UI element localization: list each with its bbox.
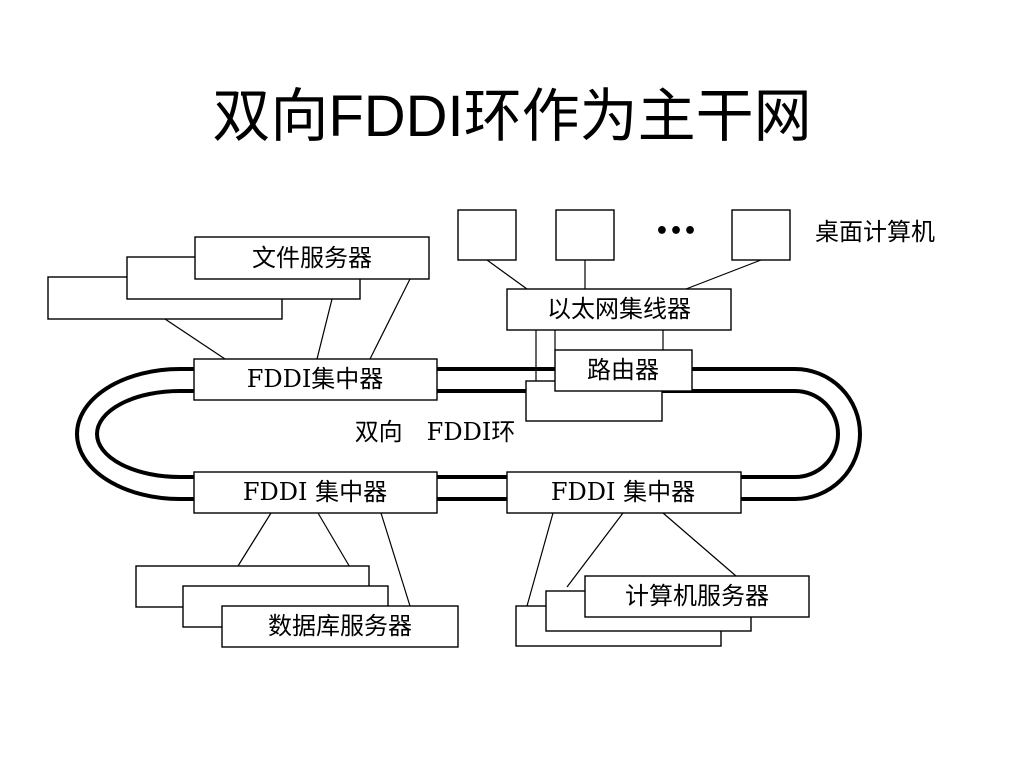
database-server-box-front (221, 605, 459, 648)
fddi-concentrator-bottom-left-box (193, 471, 438, 514)
fddi-concentrator-top-label: FDDI集中器 (247, 365, 384, 393)
compute-link-2 (566, 512, 624, 588)
desktop-computer-1 (457, 209, 517, 261)
desktop-computer-2 (555, 209, 615, 261)
file-server-link-1 (164, 318, 226, 360)
slide-title: 双向FDDI环作为主干网 (212, 84, 812, 149)
fddi-concentrator-bottom-right-box (506, 471, 742, 514)
ellipsis-dots: ••• (655, 219, 697, 244)
fddi-ring-label: 双向 FDDI环 (355, 418, 516, 446)
fddi-concentrator-top-box (193, 358, 438, 401)
router-box (554, 349, 693, 392)
fddi-concentrator-bottom-right-label: FDDI 集中器 (551, 478, 695, 506)
compute-server-box-front (584, 575, 810, 618)
compute-server-label: 计算机服务器 (625, 582, 769, 610)
file-server-link-2 (316, 298, 333, 360)
db-link-3 (380, 512, 411, 607)
file-server-link-3 (369, 278, 411, 360)
db-link-1 (237, 512, 272, 567)
database-server-label: 数据库服务器 (268, 612, 412, 640)
desktop-link-3 (685, 259, 762, 290)
desktop-computers-label: 桌面计算机 (815, 218, 935, 246)
file-server-label: 文件服务器 (252, 244, 372, 272)
compute-link-3 (662, 512, 737, 577)
router-label: 路由器 (587, 356, 659, 384)
desktop-link-1 (486, 259, 528, 290)
fddi-ring-inner (95, 389, 840, 479)
ethernet-hub-label: 以太网集线器 (547, 295, 691, 323)
file-server-box-front (194, 236, 430, 280)
desktop-computer-3 (731, 209, 791, 261)
compute-link-1 (526, 512, 554, 607)
fddi-ring-outer (75, 367, 862, 501)
ethernet-hub-box (506, 288, 732, 331)
fddi-concentrator-bottom-left-label: FDDI 集中器 (243, 478, 387, 506)
